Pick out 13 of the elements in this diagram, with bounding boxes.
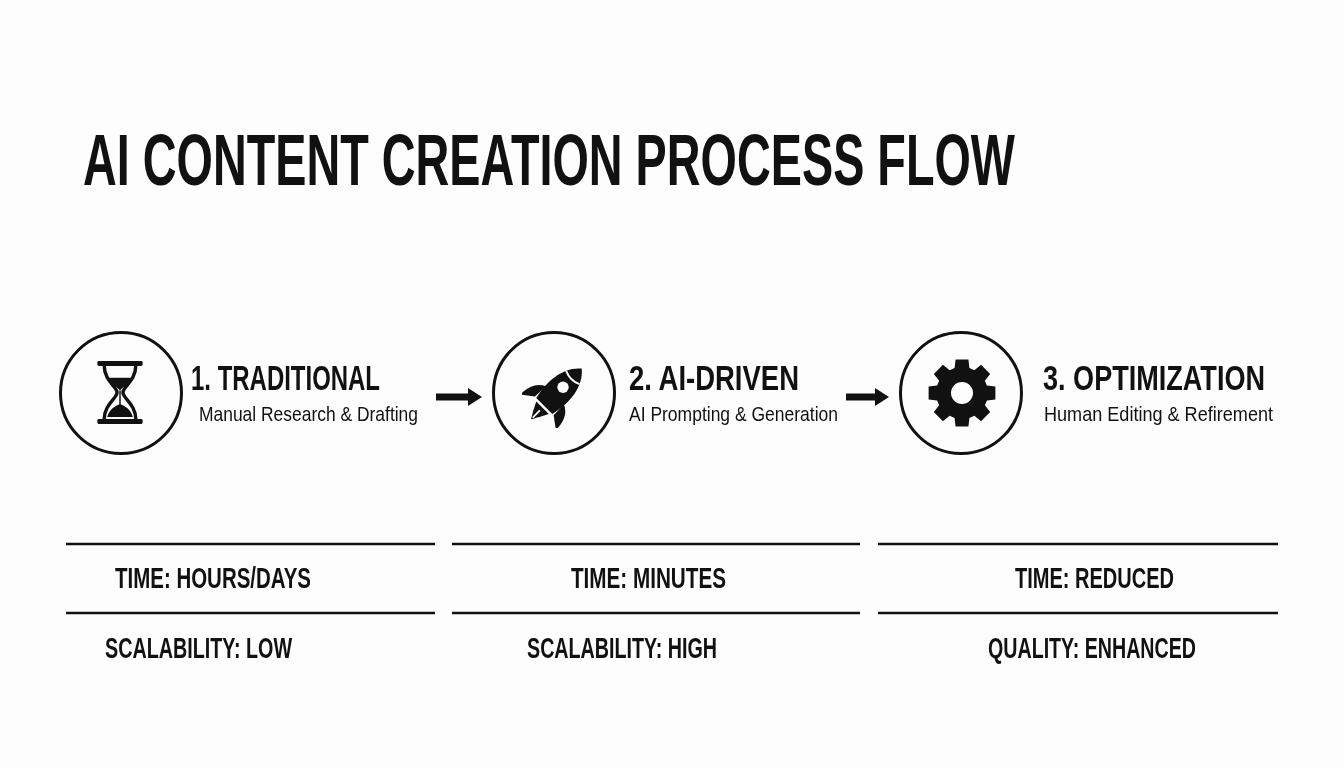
stat-label: TIME: HOURS/DAYS bbox=[115, 563, 311, 594]
stat-label: SCALABILITY: HIGH bbox=[527, 633, 717, 664]
step-title: 2. AI-DRIVEN bbox=[629, 360, 799, 397]
diagram-title: AI CONTENT CREATION PROCESS FLOW bbox=[83, 124, 1015, 196]
stat-label: QUALITY: ENHANCED bbox=[988, 633, 1196, 664]
stat-label: TIME: REDUCED bbox=[1015, 563, 1174, 594]
step-description: Human Editing & Refirement bbox=[1044, 403, 1273, 425]
step-title: 1. TRADITIONAL bbox=[191, 360, 380, 397]
step-description: AI Prompting & Generation bbox=[629, 403, 838, 425]
stat-label: SCALABILITY: LOW bbox=[105, 633, 292, 664]
step-description: Manual Research & Drafting bbox=[199, 403, 418, 425]
stat-label: TIME: MINUTES bbox=[571, 563, 726, 594]
step-title: 3. OPTIMIZATION bbox=[1043, 360, 1265, 397]
